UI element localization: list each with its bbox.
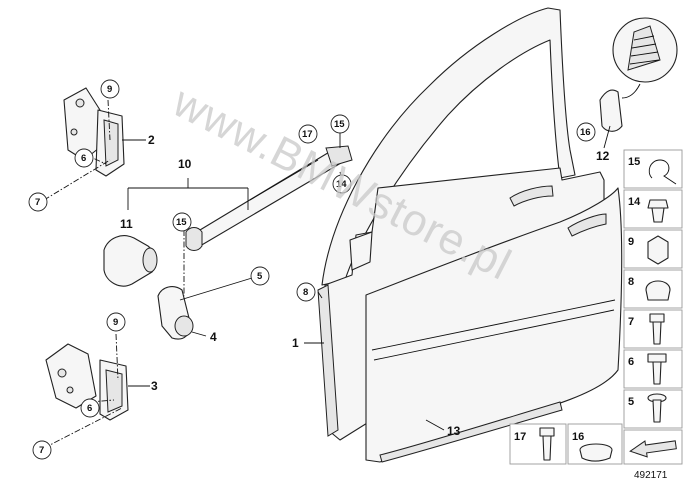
callout-16: 16	[580, 127, 591, 138]
upper-hinge	[63, 87, 125, 177]
callout-5: 5	[257, 271, 263, 282]
table-cell-17	[509, 423, 567, 465]
callout-circle-9-upper	[100, 79, 120, 99]
table-cell-16	[567, 423, 623, 465]
callout-14: 14	[336, 179, 347, 190]
bolt-6-icon	[647, 353, 667, 385]
callout-4: 4	[210, 330, 217, 344]
callout-8: 8	[303, 287, 308, 298]
callout-2: 2	[148, 133, 155, 147]
callout-11: 11	[120, 217, 133, 231]
callout-9-upper: 9	[107, 84, 112, 95]
nut-8-icon	[645, 280, 671, 301]
callout-7-upper: 7	[35, 197, 40, 208]
table-num-6: 6	[628, 356, 634, 368]
callout-circle-9-lower	[106, 312, 126, 332]
clip-14-icon	[647, 199, 669, 223]
parts-table: 15 14 9 8 7 6 5	[509, 149, 683, 465]
callout-circle-6-lower	[80, 398, 100, 418]
callout-circle-6-upper	[74, 148, 94, 168]
door-check-strap	[185, 145, 353, 251]
table-num-17: 17	[514, 431, 526, 443]
callout-circle-7-lower	[32, 440, 52, 460]
table-num-8: 8	[628, 276, 634, 288]
callout-12: 12	[596, 149, 610, 163]
callout-15-lower: 15	[176, 217, 187, 228]
door-bumper	[599, 17, 678, 132]
callout-9-lower: 9	[113, 317, 118, 328]
door-seal-strip	[317, 284, 339, 437]
door-outer-panel	[365, 187, 623, 463]
callout-circle-7-upper	[28, 192, 48, 212]
table-num-7: 7	[628, 316, 634, 328]
callout-circle-16	[576, 122, 596, 142]
callout-10: 10	[178, 157, 192, 171]
bolt-17-icon	[539, 427, 555, 461]
callout-6-lower: 6	[87, 403, 92, 414]
diagram-number: 492171	[634, 470, 668, 481]
callout-circle-5	[250, 266, 270, 286]
callout-6-upper: 6	[81, 153, 86, 164]
table-num-9: 9	[628, 236, 634, 248]
leader-lines	[43, 99, 611, 449]
table-num-16: 16	[572, 431, 584, 443]
callout-7-lower: 7	[39, 445, 44, 456]
nut-9-icon	[647, 235, 669, 265]
screw-5-icon	[647, 393, 667, 423]
callout-circle-15-upper	[330, 114, 350, 134]
grommet	[103, 235, 158, 287]
clip-15-icon	[648, 159, 677, 185]
callouts: 2 3 4 1 13 10 11 12 9 6 7 9 6 7 5 8 17 1…	[28, 79, 610, 460]
callout-17: 17	[302, 129, 313, 140]
callout-circle-17	[298, 124, 318, 144]
callout-1: 1	[292, 336, 299, 350]
lower-hinge	[45, 343, 129, 421]
table-num-5: 5	[628, 396, 634, 408]
table-num-14: 14	[628, 196, 641, 208]
arrow-icon	[629, 440, 677, 458]
strap-bracket	[157, 286, 194, 340]
callout-circle-8	[296, 282, 316, 302]
table-num-15: 15	[628, 156, 640, 168]
bolt-7-icon	[649, 313, 665, 345]
plug-16-icon	[579, 443, 613, 462]
callout-13: 13	[447, 424, 461, 438]
callout-circle-14	[332, 174, 352, 194]
callout-circle-15-lower	[172, 212, 192, 232]
callout-15-upper: 15	[334, 119, 345, 130]
callout-3: 3	[151, 379, 158, 393]
